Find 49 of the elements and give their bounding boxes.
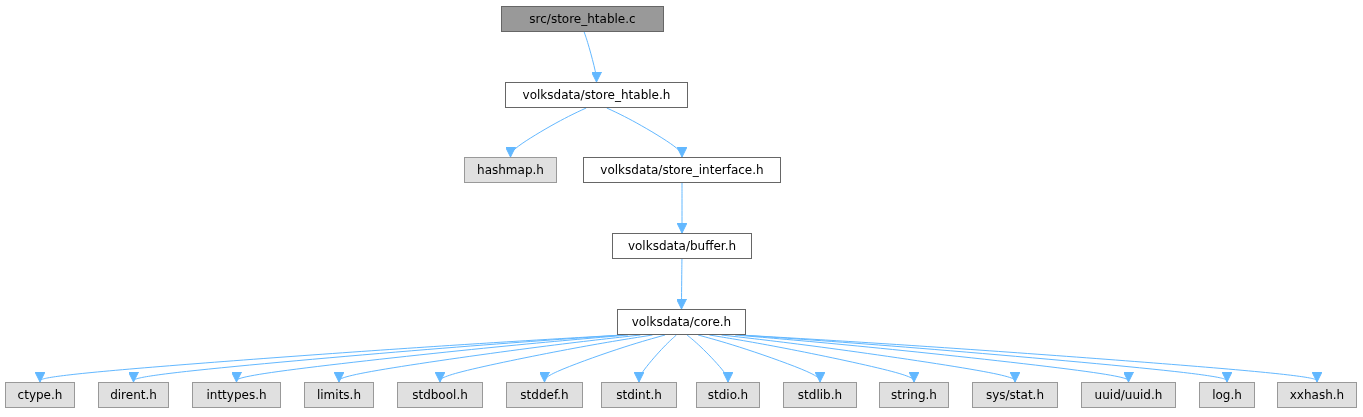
file-name: ctype.h (17, 388, 63, 402)
header-file-box (617, 309, 746, 335)
header-file-box (505, 82, 688, 108)
source-file-box (501, 6, 664, 32)
file-name: volksdata/core.h (631, 315, 732, 329)
arrow (686, 334, 734, 383)
external-header-box (192, 382, 281, 408)
external-header-box (5, 382, 75, 408)
file-name: src/store_htable.c (529, 12, 636, 26)
external-header-box (506, 382, 583, 408)
external-header-box (1081, 382, 1176, 408)
file-name: log.h (1212, 388, 1242, 402)
file-name: volksdata/store_htable.h (522, 88, 671, 102)
file-name: uuid/uuid.h (1094, 388, 1163, 402)
arrow (539, 334, 666, 383)
file-name: volksdata/buffer.h (627, 239, 737, 253)
arrow (676, 182, 688, 234)
arrow (583, 31, 602, 83)
file-name: hashmap.h (477, 163, 544, 177)
file-name: dirent.h (110, 388, 157, 402)
file-name: stdio.h (707, 388, 749, 402)
external-header-box (1199, 382, 1255, 408)
header-file-box (612, 233, 752, 259)
file-name: stdint.h (616, 388, 662, 402)
external-header-box (696, 382, 760, 408)
external-header-box (783, 382, 857, 408)
arrow (676, 258, 687, 310)
file-name: stddef.h (520, 388, 569, 402)
external-header-box (972, 382, 1058, 408)
external-header-box (601, 382, 677, 408)
header-file-box (583, 157, 781, 183)
file-name: inttypes.h (206, 388, 267, 402)
file-name: xxhash.h (1289, 388, 1345, 402)
file-name: stdbool.h (412, 388, 468, 402)
arrow (697, 334, 826, 383)
arrow (633, 334, 677, 383)
file-name: string.h (891, 388, 937, 402)
external-header-box (98, 382, 169, 408)
file-name: sys/stat.h (985, 388, 1045, 402)
external-header-box (879, 382, 949, 408)
file-name: limits.h (316, 388, 362, 402)
arrow (606, 107, 688, 158)
file-name: stdlib.h (797, 388, 843, 402)
file-name: volksdata/store_interface.h (600, 163, 764, 177)
external-header-box (397, 382, 483, 408)
arrow (505, 107, 587, 158)
external-header-box (1277, 382, 1357, 408)
external-header-box (464, 157, 557, 183)
external-header-box (304, 382, 374, 408)
